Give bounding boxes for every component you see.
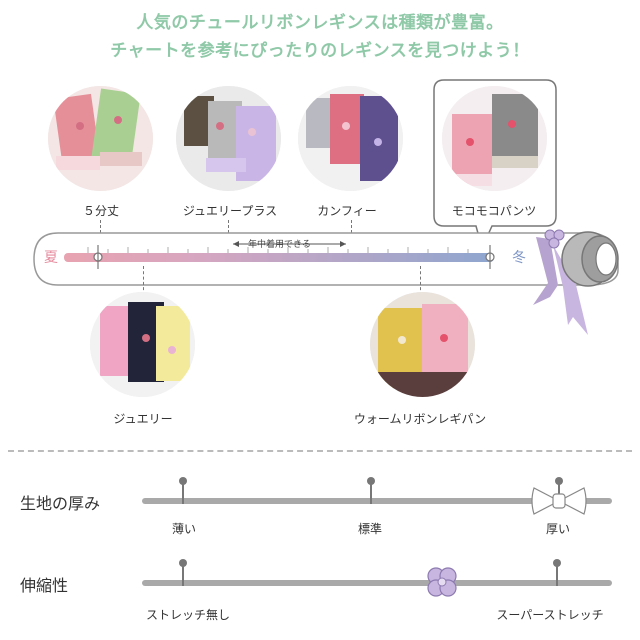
thickness-label-standard: 標準 [357,522,383,536]
product-label-mokomoko: モコモコパンツ [451,204,537,218]
thickness-tick-standard [367,477,375,504]
product-label-jewelry-plus: ジュエリープラス [182,204,278,218]
product-photo-mokomoko [442,86,547,191]
thickness-scale-title: 生地の厚み [20,494,101,513]
thickness-label-thick: 厚い [545,522,571,536]
season-tape-bar [33,229,619,335]
product-photo-jewelry-plus [176,86,281,191]
thickness-scale-line [142,498,612,504]
product-label-comfy: カンフィー [317,204,377,218]
bow-icon [531,487,587,515]
stretch-label-none: ストレッチ無し [145,608,231,622]
thickness-tick-thick [555,477,563,504]
product-photo-gobutake [48,86,153,191]
product-photo-jewelry [90,292,195,397]
product-photo-warm-ribbon [370,292,475,397]
header-line-2: チャートを参考にぴったりのレギンスを見つけよう！ [110,41,530,61]
stretch-scale-title: 伸縮性 [20,576,69,595]
stretch-tick-none [179,559,187,586]
product-label-warm-ribbon: ウォームリボンレギパン [353,412,487,426]
flower-icon [427,567,457,597]
winter-label: 冬 [512,250,526,266]
product-label-gobutake: ５分丈 [82,204,120,218]
header-line-1: 人気のチュールリボンレギンスは種類が豊富。 [136,13,504,33]
product-photo-comfy [298,86,403,191]
thickness-label-thin: 薄い [171,522,197,536]
thickness-tick-thin [179,477,187,504]
yearround-label: 年中着用できる [248,240,311,250]
stretch-label-super: スーパーストレッチ [496,608,604,622]
connector-warm-ribbon [420,266,421,306]
stretch-scale-line [142,580,612,586]
product-label-jewelry: ジュエリー [113,412,173,426]
summer-label: 夏 [44,250,58,266]
section-divider [8,450,632,452]
connector-jewelry [143,266,144,306]
stretch-tick-super [553,559,561,586]
